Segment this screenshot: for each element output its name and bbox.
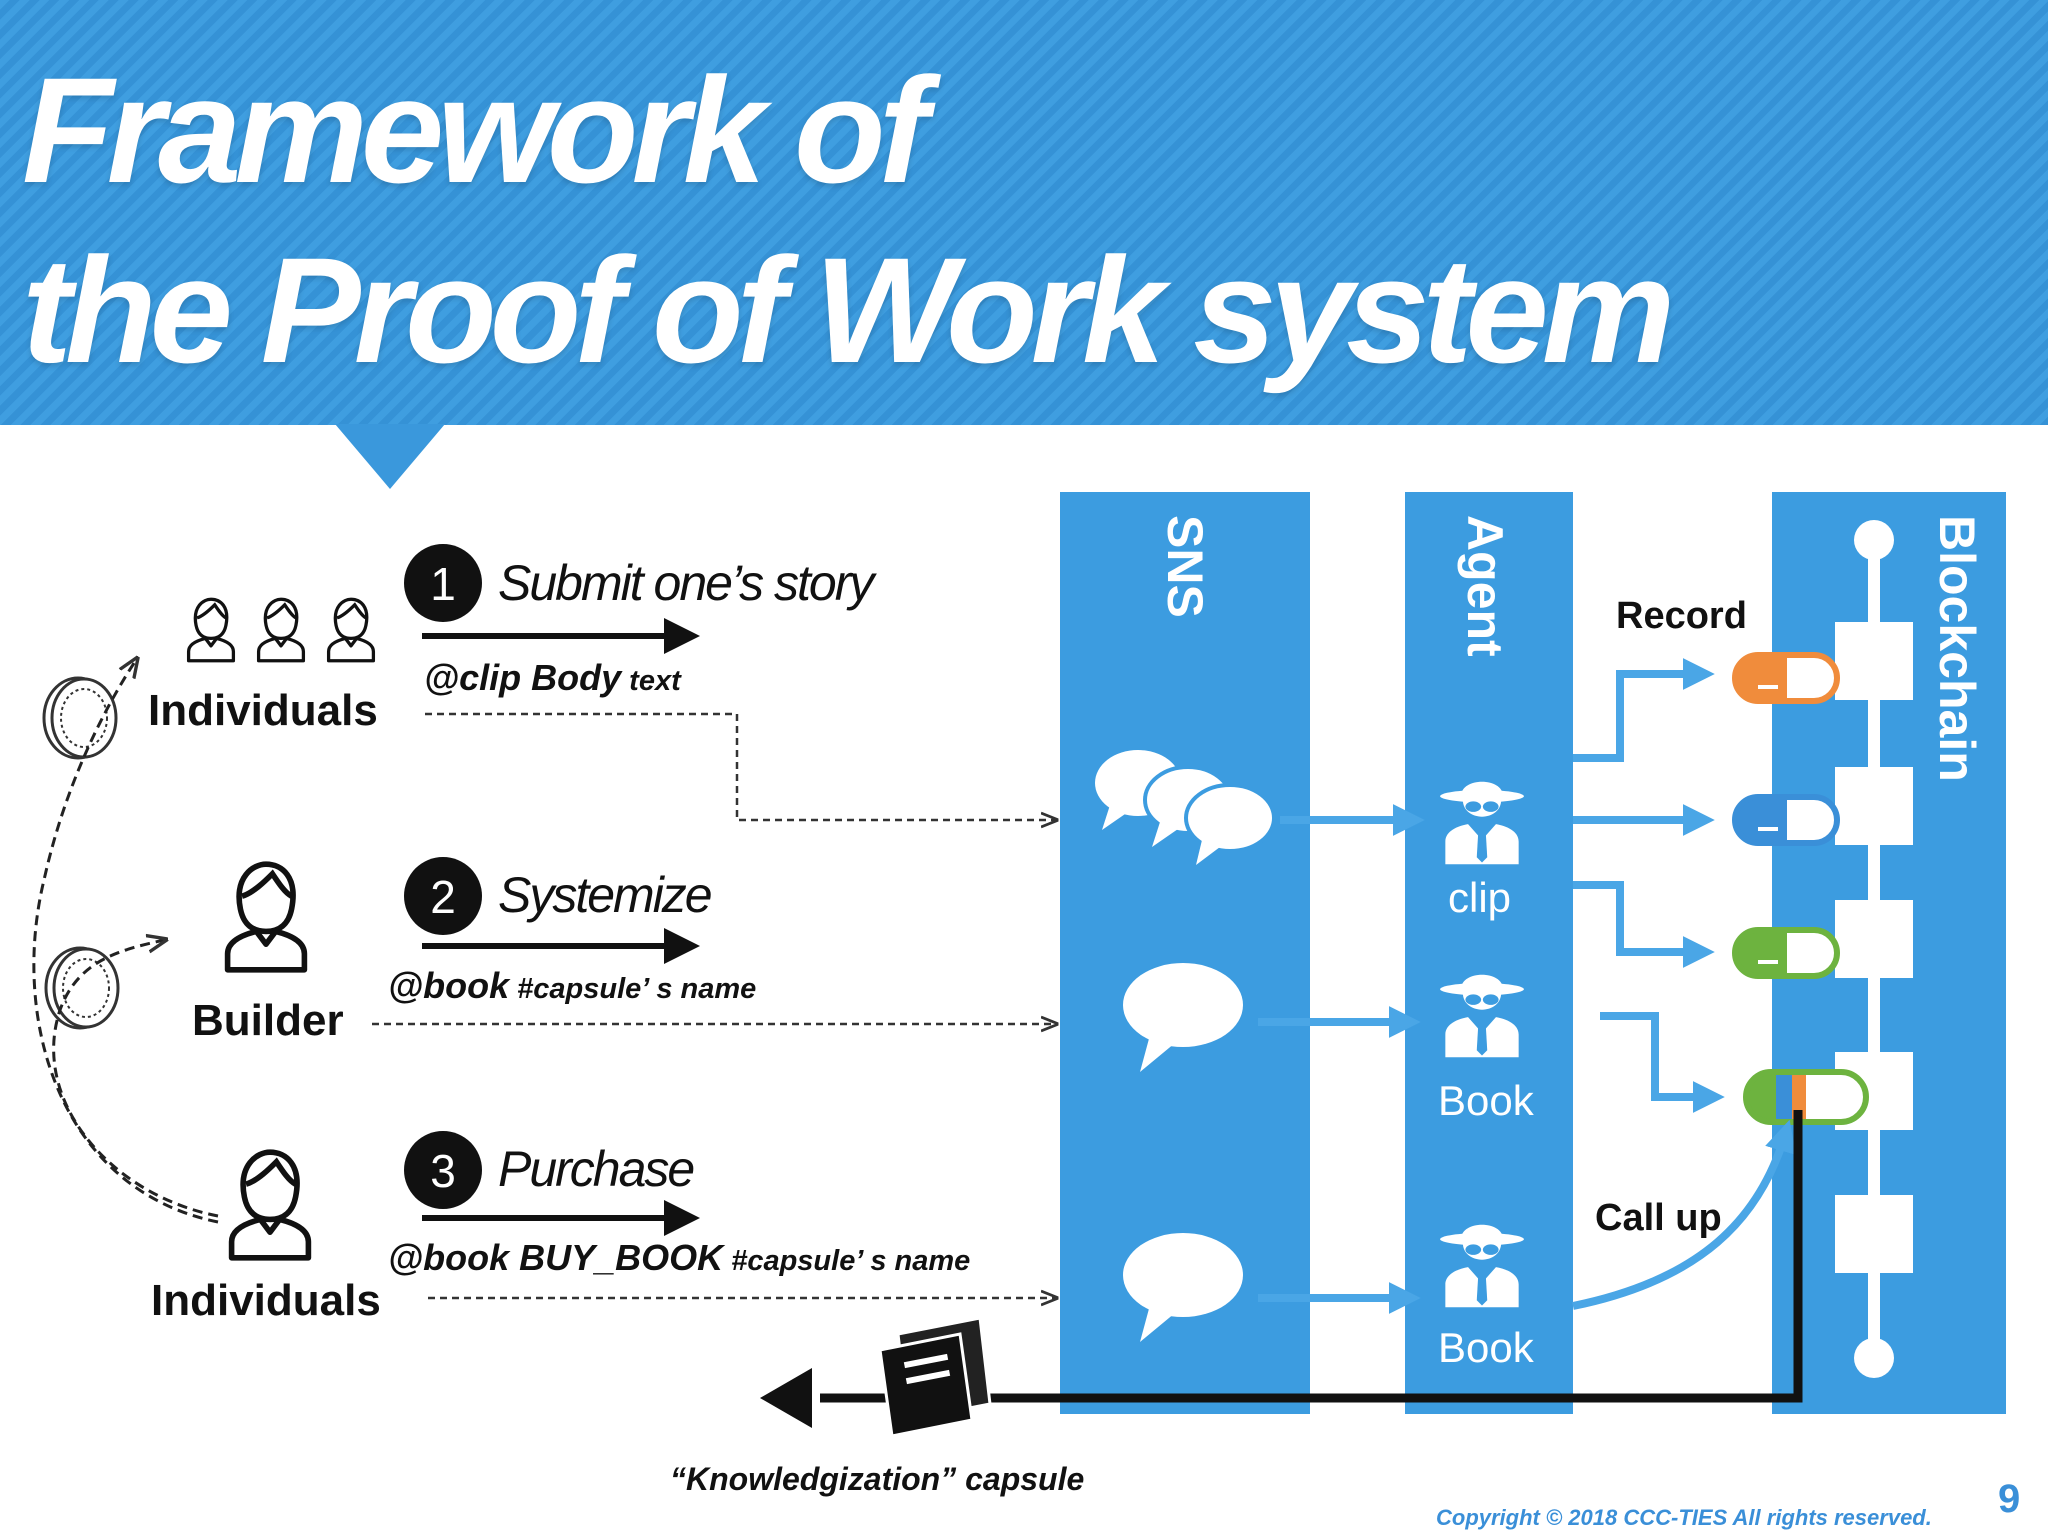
chain-block	[1835, 767, 1913, 845]
chain-block	[1835, 622, 1913, 700]
blockchain-column-label: Blockchain	[1929, 515, 1985, 782]
person-group-icon	[259, 599, 304, 661]
capsule-icon-orange	[1732, 652, 1840, 704]
slide-title-line-1: Framework of	[22, 46, 929, 214]
chain-block	[1835, 900, 1913, 978]
command-sub: text	[621, 665, 682, 697]
person-group-icon	[329, 599, 374, 661]
copyright: Copyright © 2018 CCC-TIES All rights res…	[1436, 1505, 1932, 1530]
person-group-icon	[189, 599, 234, 661]
payment-flow-line	[52, 940, 219, 1218]
step-title: Submit one’s story	[498, 555, 877, 611]
record-arrow	[1573, 658, 1715, 762]
step-command: @clip Body text	[424, 657, 682, 698]
step-title: Systemize	[498, 867, 711, 923]
capsule-caption: “Knowledgization” capsule	[670, 1461, 1084, 1497]
step-command: @book BUY_BOOK #capsule’ s name	[388, 1237, 970, 1278]
command-main: @clip Body	[424, 657, 623, 698]
agent-column-label: Agent	[1457, 515, 1513, 657]
step-number-badge	[404, 544, 482, 622]
coin-icon	[44, 946, 120, 1030]
command-sub: #capsule’ s name	[723, 1245, 970, 1277]
speech-bubble-icon	[1123, 963, 1243, 1072]
coin-icon	[42, 676, 118, 760]
arrow-left-icon	[760, 1368, 812, 1428]
command-sub: #capsule’ s name	[509, 973, 756, 1005]
banner-notch	[335, 424, 445, 489]
agent-label-book: Book	[1438, 1077, 1535, 1124]
command-main: @book BUY_BOOK	[388, 1237, 726, 1278]
agent-column	[1405, 492, 1573, 1414]
capsule-icon-green	[1732, 927, 1840, 979]
book-icon	[878, 1316, 992, 1438]
slide-title-line-2: the Proof of Work system	[22, 226, 1675, 394]
role-builder: Builder	[192, 996, 344, 1045]
role-individuals: Individuals	[151, 1276, 381, 1325]
call-up-arrow	[1572, 1119, 1796, 1310]
command-main: @book	[388, 965, 511, 1006]
capsule-icon-blue	[1732, 794, 1840, 846]
role-individuals: Individuals	[148, 686, 378, 735]
step-number: 2	[430, 871, 456, 923]
title-banner: Framework of the Proof of Work system	[0, 0, 2048, 425]
step-number: 1	[430, 558, 456, 610]
sns-column-label: SNS	[1157, 515, 1213, 618]
step-title: Purchase	[498, 1141, 693, 1197]
page-number: 9	[1998, 1477, 2020, 1521]
capsule-icon-combined	[1743, 1069, 1869, 1125]
record-label: Record	[1616, 595, 1747, 637]
builder-icon	[228, 864, 305, 970]
record-arrow	[1573, 881, 1715, 968]
step-number: 3	[430, 1145, 456, 1197]
step-number-badge	[404, 1131, 482, 1209]
payment-flow-line	[32, 660, 219, 1224]
record-arrow	[1600, 1012, 1725, 1113]
chain-block	[1835, 1195, 1913, 1273]
step-number-badge	[404, 857, 482, 935]
speech-bubbles-icon	[1095, 750, 1276, 865]
call-up-label: Call up	[1595, 1197, 1722, 1239]
blockchain-chain	[1835, 520, 1913, 1378]
speech-bubble-icon	[1123, 1233, 1243, 1342]
submit-flow-line	[425, 712, 1055, 820]
person-icon	[232, 1152, 309, 1258]
agent-label-clip: clip	[1448, 874, 1511, 921]
agent-label-book: Book	[1438, 1324, 1535, 1371]
step-command: @book #capsule’ s name	[388, 965, 756, 1006]
capsule-return-line	[820, 1110, 1803, 1403]
